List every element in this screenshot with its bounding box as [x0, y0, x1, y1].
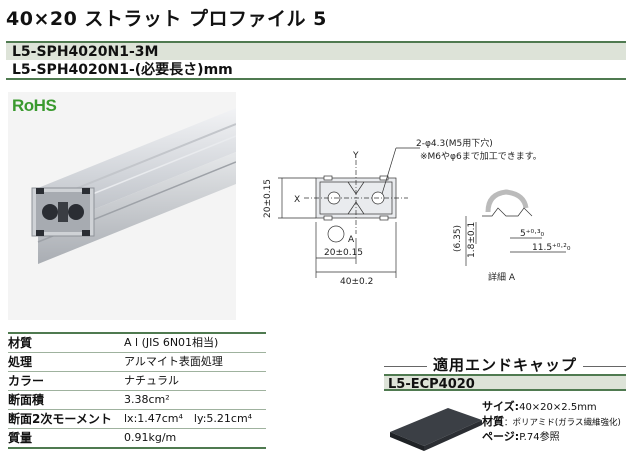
- endcap-page: ページ:P.74参照: [482, 430, 626, 445]
- dim-width: 40±0.2: [340, 277, 373, 287]
- endcap-material: 材質：ポリアミド(ガラス繊維強化): [482, 415, 626, 430]
- dim-half: 20±0.15: [324, 248, 363, 258]
- spec-value: 3.38cm²: [124, 393, 170, 406]
- endcap-photo: [390, 408, 482, 451]
- endcap-code: L5-ECP4020: [384, 374, 626, 392]
- spec-value: lx:1.47cm⁴ ly:5.21cm⁴: [124, 412, 253, 425]
- hole-note: 2-φ4.3(M5用下穴): [416, 138, 493, 149]
- endcap-size-label: サイズ:: [482, 400, 520, 413]
- endcap-material-value: ：ポリアミド(ガラス繊維強化): [504, 418, 621, 428]
- spec-row-color: カラー ナチュラル: [8, 372, 266, 391]
- spec-label: 処理: [8, 355, 33, 369]
- part-number-fixed: L5-SPH4020N1-3M: [6, 41, 626, 60]
- dim-18: 1.8±0.1: [467, 222, 477, 258]
- spec-label: 材質: [8, 336, 33, 350]
- endcap-page-label: ページ:: [482, 430, 520, 443]
- spec-value: A l (JIS 6N01相当): [124, 336, 219, 349]
- page-title: 40×20 ストラット プロファイル 5: [6, 8, 327, 30]
- rohs-badge: RoHS: [12, 96, 57, 115]
- spec-label: 断面積: [8, 393, 45, 407]
- spec-label: カラー: [8, 374, 45, 388]
- cross-section-drawing: 2-φ4.3(M5用下穴) ※M6やφ6まで加工できます。 Y X 20±0.1…: [263, 138, 571, 287]
- spec-table: 材質 A l (JIS 6N01相当) 処理 アルマイト表面処理 カラー ナチュ…: [8, 332, 266, 449]
- part-number-custom: L5-SPH4020N1-(必要長さ)mm: [6, 61, 626, 80]
- detail-label: 詳細 A: [488, 271, 516, 283]
- spec-value: 0.91kg/m: [124, 431, 177, 444]
- spec-row-treatment: 処理 アルマイト表面処理: [8, 353, 266, 372]
- spec-row-area: 断面積 3.38cm²: [8, 391, 266, 410]
- dim-11-5: 11.5⁺⁰·²₀: [532, 243, 571, 253]
- spec-label: 質量: [8, 431, 33, 445]
- axis-x-label: X: [294, 195, 300, 205]
- dim-height: 20±0.15: [263, 179, 273, 218]
- endcap-specs: サイズ:40×20×2.5mm 材質：ポリアミド(ガラス繊維強化) ページ:P.…: [482, 400, 626, 445]
- hole-subnote: ※M6やφ6まで加工できます。: [420, 151, 542, 162]
- endcap-size: サイズ:40×20×2.5mm: [482, 400, 626, 415]
- spec-value: アルマイト表面処理: [124, 355, 223, 368]
- endcap-panel: 適用エンドキャップ L5-ECP4020 サイズ:40×20×2.5mm 材質：…: [384, 354, 626, 458]
- spec-value: ナチュラル: [124, 374, 179, 387]
- endcap-title-text: 適用エンドキャップ: [426, 356, 583, 374]
- dim-5: 5⁺⁰·³₀: [520, 229, 545, 239]
- spec-row-material: 材質 A l (JIS 6N01相当): [8, 332, 266, 353]
- axis-y-label: Y: [352, 151, 359, 161]
- callout-a: A: [348, 235, 355, 245]
- spec-row-moment: 断面2次モーメント lx:1.47cm⁴ ly:5.21cm⁴: [8, 410, 266, 429]
- endcap-page-value: P.74参照: [519, 432, 560, 443]
- dim-635: (6.35): [453, 225, 463, 252]
- spec-row-mass: 質量 0.91kg/m: [8, 429, 266, 449]
- endcap-material-label: 材質: [482, 415, 504, 428]
- endcap-size-value: 40×20×2.5mm: [519, 402, 597, 413]
- profile-photo: RoHS: [8, 92, 236, 320]
- endcap-title: 適用エンドキャップ: [384, 354, 626, 375]
- profile-illustration: [31, 108, 236, 264]
- spec-label: 断面2次モーメント: [8, 412, 112, 426]
